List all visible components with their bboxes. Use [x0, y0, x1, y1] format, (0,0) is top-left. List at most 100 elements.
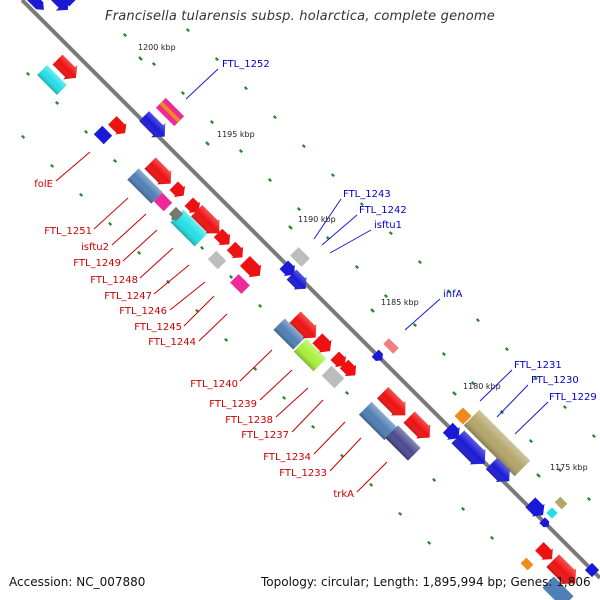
gene-label-ftl-1248[interactable]: FTL_1248	[90, 275, 138, 286]
gene-label-ftl-1247[interactable]: FTL_1247	[104, 291, 152, 302]
tick-dash	[591, 434, 596, 439]
gene-label-isftu2[interactable]: isftu2	[81, 242, 109, 253]
gene-feature	[213, 228, 231, 246]
tick-dash	[562, 405, 567, 410]
forward-leader-lines	[185, 68, 549, 435]
leader-line	[313, 198, 342, 240]
tick-dash	[151, 62, 156, 67]
scale-label-1195: 1195 kbp	[217, 130, 255, 139]
tick-dash	[311, 424, 316, 429]
gene-label-ftl-1243[interactable]: FTL_1243	[343, 189, 391, 200]
tick-dash	[557, 468, 562, 473]
gene-feature	[286, 269, 307, 290]
gene-feature	[239, 255, 262, 278]
gene-label-ftl-1240[interactable]: FTL_1240	[190, 379, 238, 390]
leader-line	[479, 369, 513, 402]
tick-dash	[214, 57, 219, 62]
tick-dash	[108, 221, 113, 226]
tick-rows	[21, 28, 596, 545]
gene-feature	[385, 425, 421, 461]
tick-dash	[296, 207, 301, 212]
gene-feature	[339, 359, 357, 377]
leader-line	[275, 387, 309, 418]
tick-dash	[272, 115, 277, 120]
gene-label-ftl-1231[interactable]: FTL_1231	[514, 360, 562, 371]
gene-label-ftl-1252[interactable]: FTL_1252	[222, 59, 270, 70]
gene-label-ftl-1245[interactable]: FTL_1245	[134, 322, 182, 333]
tick-dash	[369, 482, 374, 487]
leader-line	[169, 281, 206, 311]
gene-label-ftl-1238[interactable]: FTL_1238	[225, 415, 273, 426]
leader-line	[404, 298, 441, 331]
gene-feature	[290, 247, 310, 267]
tick-dash	[50, 163, 55, 168]
gene-label-ftl-1244[interactable]: FTL_1244	[148, 337, 196, 348]
scale-label-1175: 1175 kbp	[550, 463, 588, 472]
tick-dash	[229, 274, 234, 279]
gene-label-infa[interactable]: infA	[443, 289, 463, 300]
tick-dash	[412, 323, 417, 328]
tick-dash	[21, 134, 26, 139]
gene-feature	[37, 65, 67, 95]
gene-label-ftl-1229[interactable]: FTL_1229	[549, 392, 597, 403]
tick-dash	[528, 439, 533, 444]
gene-feature	[93, 125, 113, 145]
leader-line	[122, 229, 158, 262]
gene-label-ftl-1242[interactable]: FTL_1242	[359, 205, 407, 216]
scale-tick	[452, 391, 457, 396]
tick-dash	[446, 289, 451, 294]
tick-dash	[427, 540, 432, 545]
tick-dash	[461, 506, 466, 511]
gene-label-trka[interactable]: trkA	[333, 489, 354, 500]
gene-feature	[535, 542, 553, 560]
tick-dash	[417, 260, 422, 265]
tick-dash	[224, 337, 229, 342]
scale-label-1185: 1185 kbp	[381, 298, 419, 307]
gene-feature	[155, 97, 185, 127]
tick-dash	[470, 381, 475, 386]
gene-feature	[312, 333, 332, 353]
tick-dash	[533, 376, 538, 381]
gene-feature	[144, 157, 172, 185]
gene-label-fole[interactable]: folE	[34, 179, 53, 190]
gene-label-ftl-1239[interactable]: FTL_1239	[209, 399, 257, 410]
gene-label-isftu1[interactable]: isftu1	[374, 220, 402, 231]
gene-feature	[289, 311, 317, 339]
tick-dash	[301, 144, 306, 149]
leader-line	[55, 151, 91, 182]
scale-tick	[370, 308, 375, 313]
gene-feature	[554, 496, 568, 510]
scale-label-1180: 1180 kbp	[463, 382, 501, 391]
tick-dash	[490, 535, 495, 540]
gene-label-ftl-1237[interactable]: FTL_1237	[241, 430, 289, 441]
leader-line	[329, 229, 372, 254]
tick-dash	[398, 511, 403, 516]
leader-line	[111, 213, 147, 246]
tick-dash	[180, 91, 185, 96]
tick-dash	[185, 28, 190, 33]
tick-dash	[243, 86, 248, 91]
gene-label-ftl-1234[interactable]: FTL_1234	[263, 452, 311, 463]
gene-label-ftl-1249[interactable]: FTL_1249	[73, 258, 121, 269]
tick-dash	[200, 245, 205, 250]
tick-dash	[84, 129, 89, 134]
tick-dash	[238, 149, 243, 154]
tick-dash	[432, 477, 437, 482]
gene-feature	[108, 116, 127, 135]
gene-feature	[24, 0, 44, 10]
gene-label-ftl-1251[interactable]: FTL_1251	[44, 226, 92, 237]
tick-dash	[345, 390, 350, 395]
gene-label-ftl-1230[interactable]: FTL_1230	[531, 375, 579, 386]
gene-label-ftl-1246[interactable]: FTL_1246	[119, 306, 167, 317]
tick-dash	[388, 231, 393, 236]
gene-feature	[226, 241, 244, 259]
scale-label-1200: 1200 kbp	[138, 43, 176, 52]
gene-feature	[546, 554, 577, 585]
leader-line	[198, 313, 228, 342]
gene-label-ftl-1233[interactable]: FTL_1233	[279, 468, 327, 479]
leader-line	[139, 247, 174, 279]
scale-tick	[138, 56, 143, 61]
tick-dash	[267, 178, 272, 183]
genome-summary-text: Topology: circular; Length: 1,895,994 bp…	[261, 575, 591, 589]
